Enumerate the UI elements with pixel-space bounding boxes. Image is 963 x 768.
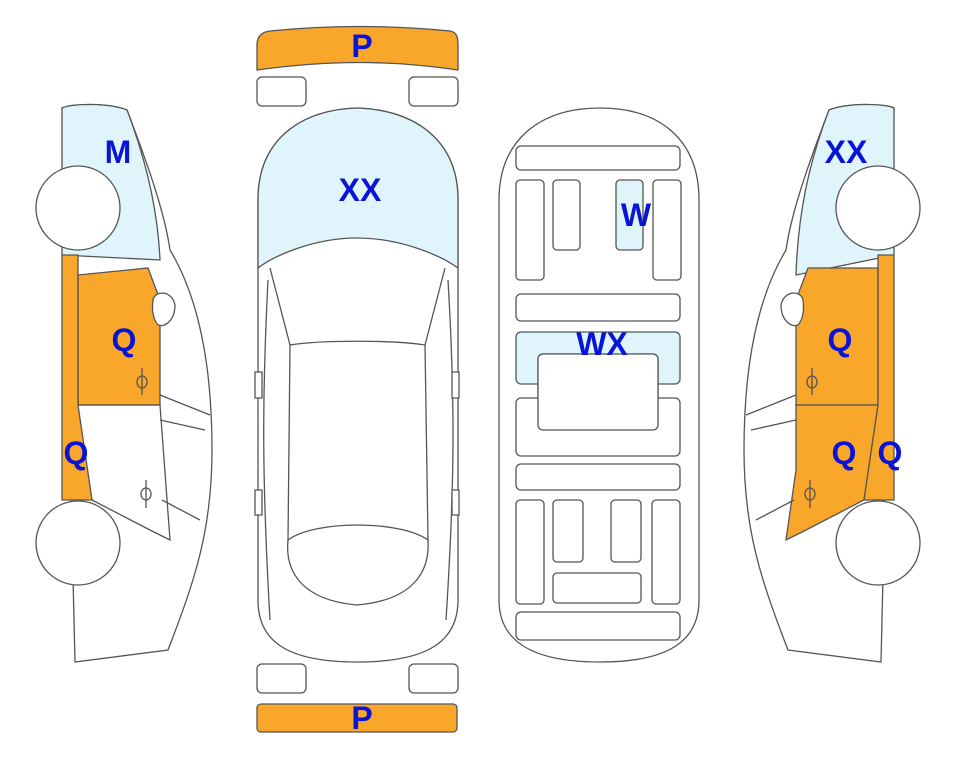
hood-panel <box>257 107 459 270</box>
front-right-light <box>408 76 459 107</box>
right-rear-handle-grip <box>804 487 816 501</box>
right-side-view: XX Q Q Q <box>743 103 921 663</box>
left-front-wheel <box>35 165 121 251</box>
front-left-light <box>256 76 307 107</box>
right-rear-door-label: Q <box>832 435 857 471</box>
right-rear-wheel <box>835 500 921 586</box>
front-bumper-label: P <box>351 28 372 64</box>
interior-rear-bar <box>515 463 681 491</box>
rear-right-light <box>408 663 459 694</box>
interior-seat-1 <box>515 179 545 281</box>
top-left-mirror-rear <box>254 489 263 516</box>
top-view: P XX P <box>254 25 460 736</box>
left-front-handle-grip <box>136 375 148 389</box>
rear-bumper-label: P <box>351 700 372 736</box>
interior-seat-4 <box>652 179 682 281</box>
left-window-line <box>159 394 211 521</box>
left-front-door-label: Q <box>112 322 137 358</box>
front-bumper-panel <box>256 25 459 71</box>
top-right-mirror <box>451 371 460 399</box>
top-side-lines <box>263 279 454 621</box>
interior-rear-seat-1 <box>515 499 545 605</box>
interior-front-bar <box>515 145 681 171</box>
roof-panel-label: WX <box>576 326 628 362</box>
rear-bumper-panel <box>256 703 458 733</box>
left-front-pillar-label: Q <box>64 435 89 471</box>
interior-view: W WX <box>498 107 700 663</box>
top-windshield-line <box>269 267 446 606</box>
right-mirror <box>780 292 805 327</box>
top-cabin-outline <box>287 340 429 542</box>
left-rear-handle-grip <box>140 487 152 501</box>
sunroof-panel <box>615 179 644 251</box>
right-window-line <box>745 394 797 521</box>
interior-seat-2 <box>552 179 581 251</box>
right-rear-pillar-label: Q <box>878 435 903 471</box>
right-front-door-label: Q <box>828 322 853 358</box>
left-mirror <box>151 292 176 327</box>
sunroof-label: W <box>621 197 652 233</box>
left-side-view: M Q Q <box>35 103 213 663</box>
interior-rear-seat-2 <box>552 499 584 563</box>
rear-left-light <box>256 663 307 694</box>
left-windshield-label: M <box>105 134 132 170</box>
left-rear-door-outline <box>78 404 171 542</box>
right-front-wheel <box>835 165 921 251</box>
hood-label: XX <box>339 172 382 208</box>
right-rear-pillar-panel <box>863 254 895 501</box>
top-right-mirror-rear <box>451 489 460 516</box>
top-left-mirror <box>254 371 263 399</box>
interior-rear-seat-4 <box>651 499 681 605</box>
left-rear-wheel <box>35 500 121 586</box>
right-windshield-label: XX <box>825 134 868 170</box>
interior-trunk-bar <box>515 611 681 641</box>
interior-mid-bar <box>515 293 681 322</box>
left-front-pillar-panel <box>61 254 93 501</box>
interior-console-top <box>537 353 659 431</box>
right-front-handle-grip <box>806 375 818 389</box>
interior-rear-seat-3 <box>610 499 642 563</box>
interior-trunk-inner <box>552 572 642 604</box>
